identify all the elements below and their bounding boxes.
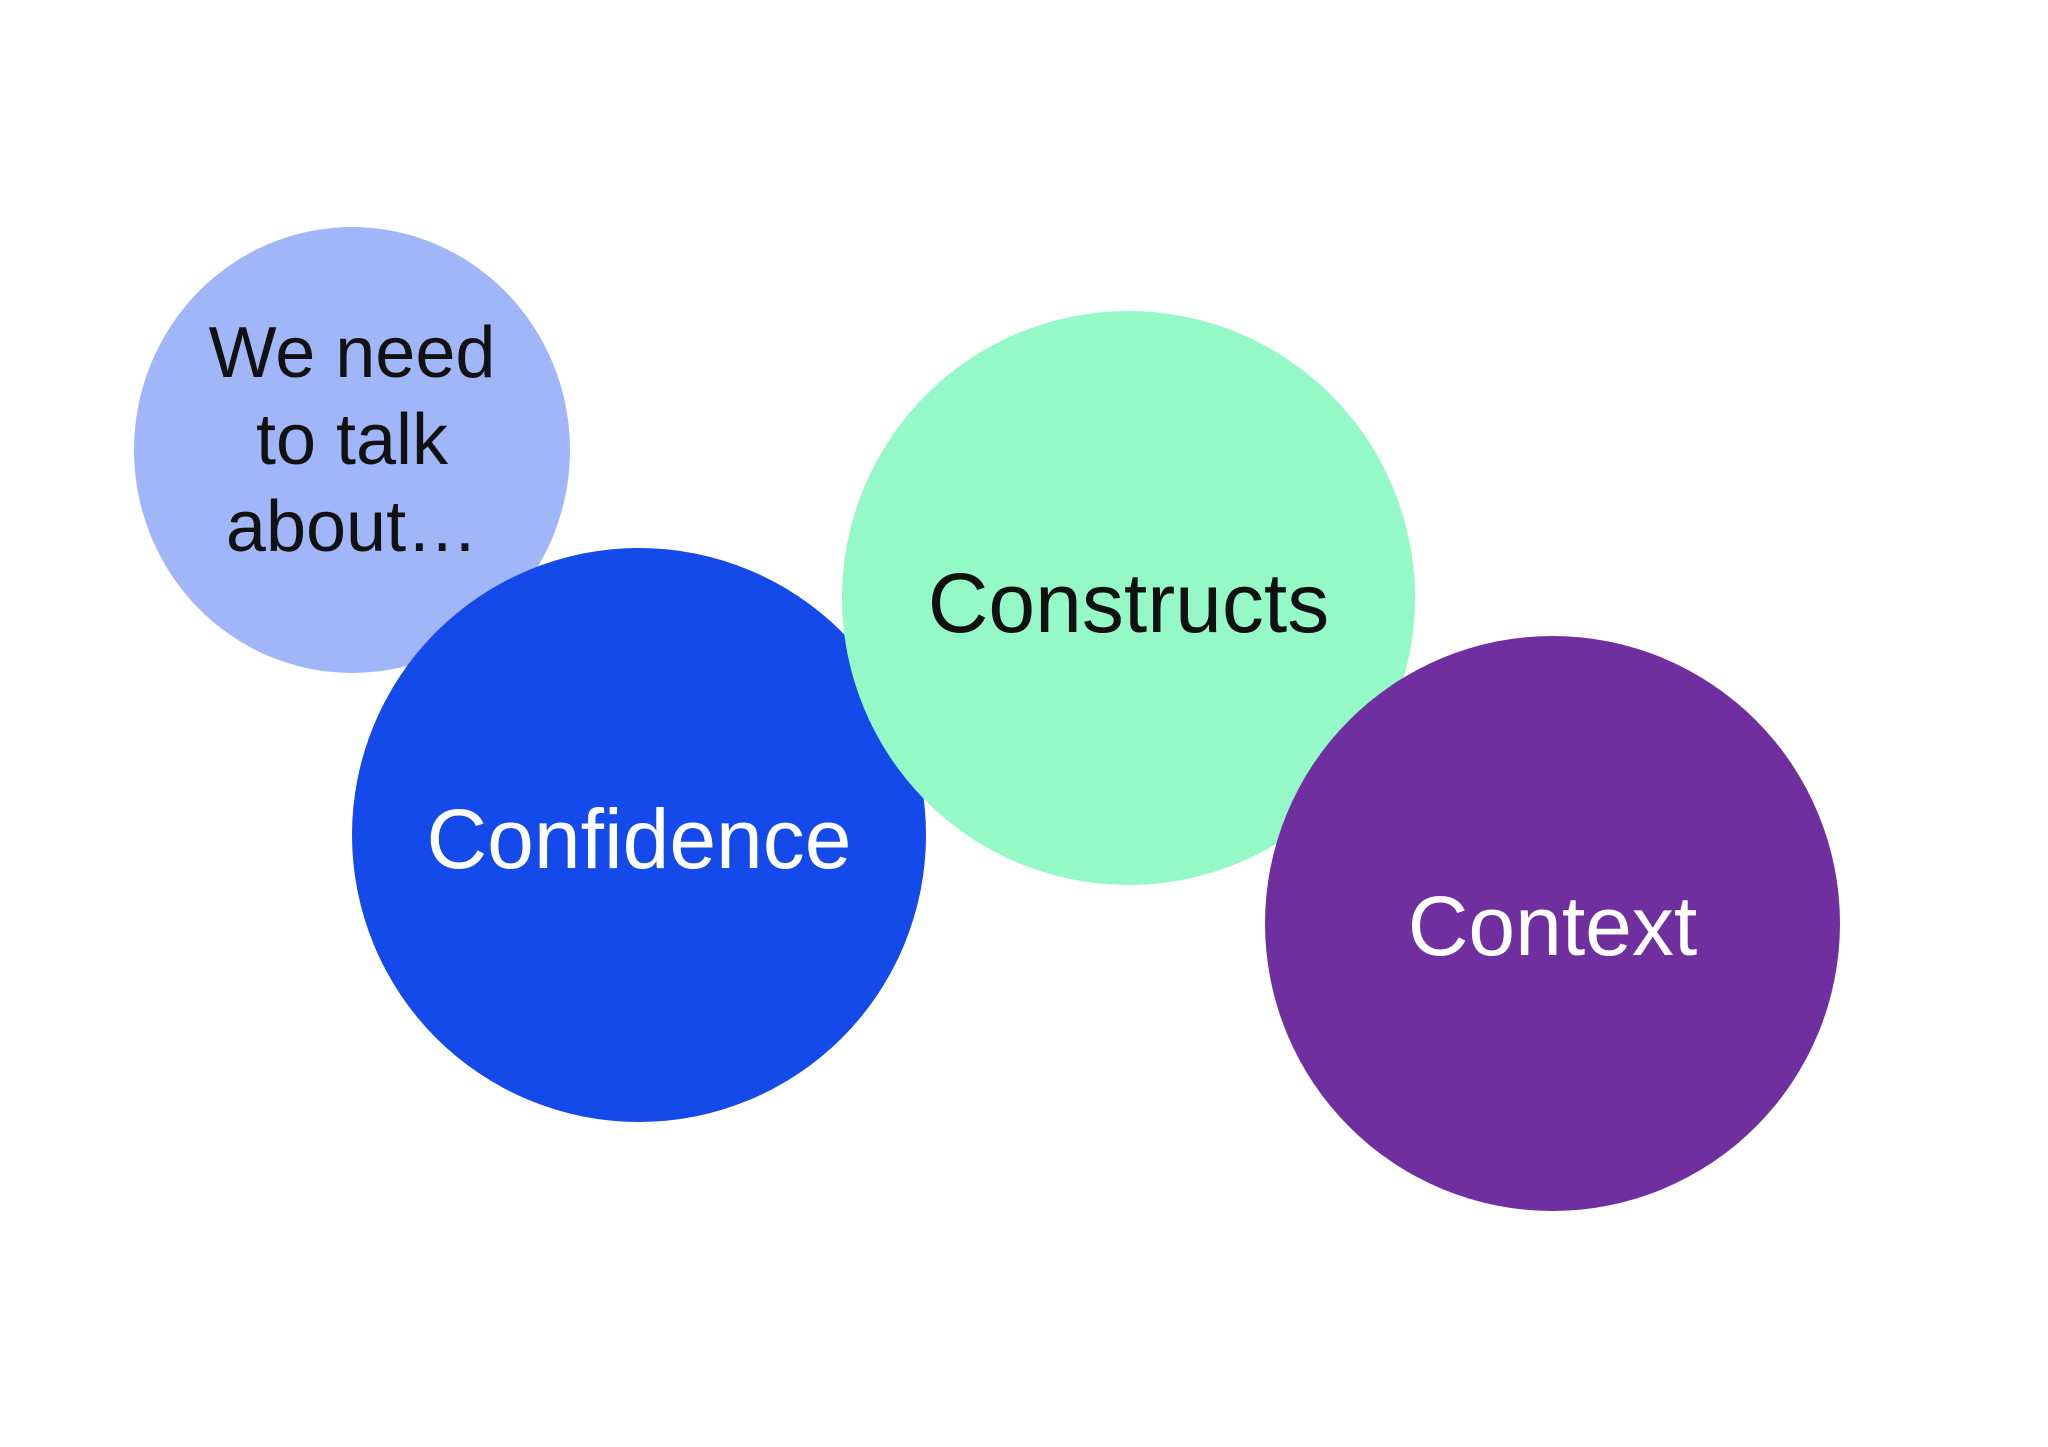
confidence-label: Confidence xyxy=(426,792,852,886)
confidence-circle: Confidence xyxy=(352,548,926,1122)
context-circle: Context xyxy=(1265,636,1840,1211)
constructs-label: Constructs xyxy=(927,556,1330,650)
context-label: Context xyxy=(1407,878,1698,973)
